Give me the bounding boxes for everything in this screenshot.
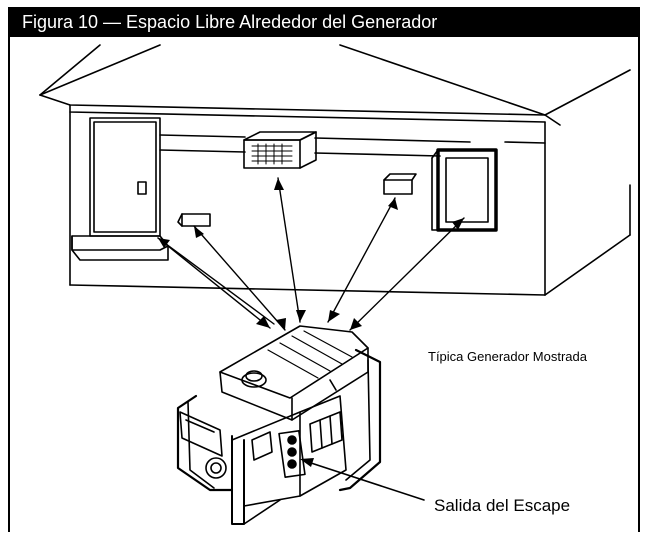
door-icon [71, 117, 169, 261]
wall-vent-icon [177, 213, 211, 227]
house-icon [39, 44, 631, 296]
left-border [8, 37, 10, 532]
arrowheads [158, 178, 464, 330]
arrow-icon [157, 177, 465, 331]
air-conditioner-icon [243, 131, 317, 169]
wall-vent-icon [383, 173, 417, 195]
arrow-icon [300, 458, 314, 467]
figure-title: Figura 10 — Espacio Libre Alrededor del … [8, 7, 450, 37]
right-border [638, 37, 640, 532]
window-icon [431, 148, 498, 232]
generator-icon [176, 325, 382, 525]
exhaust-pointer [307, 461, 425, 501]
figure-caption: Típica Generador Mostrada [428, 349, 587, 364]
exhaust-label: Salida del Escape [434, 496, 571, 515]
